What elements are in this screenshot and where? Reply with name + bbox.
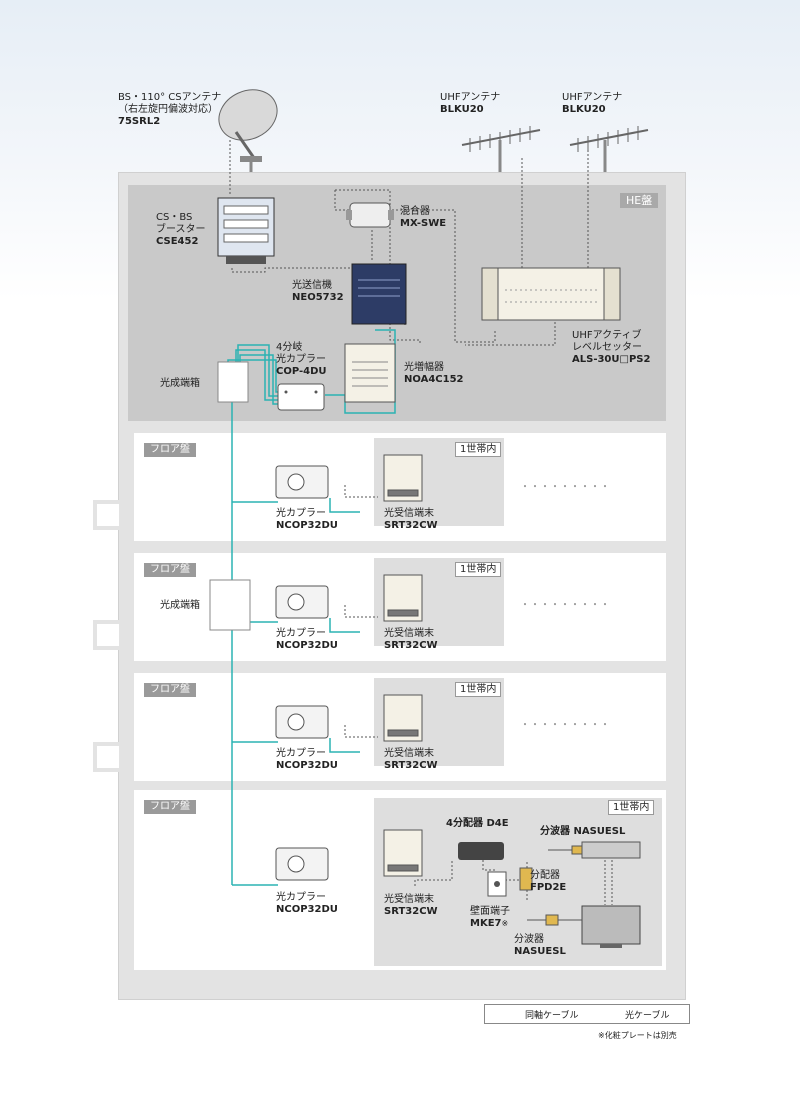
unit-label: 1世帯内	[608, 800, 655, 815]
mixer-icon	[346, 202, 394, 228]
splitter4-icon	[458, 842, 504, 860]
coupler-icon	[275, 465, 329, 881]
booster-icon	[217, 197, 275, 264]
more-units-dots: ・・・・・・・・・	[520, 600, 610, 611]
terminal-icon	[383, 454, 423, 877]
he-termbox-label: 光成端箱	[160, 378, 200, 389]
coupler4-icon	[277, 383, 325, 411]
recorder-icon	[548, 841, 641, 859]
transmitter-icon	[351, 263, 407, 325]
tv-icon	[527, 905, 641, 948]
separator-label: 分波器 NASUESL	[540, 826, 626, 837]
floor-tag: フロア盤	[144, 683, 196, 697]
balcony	[93, 742, 119, 772]
unit-label: 1世帯内	[455, 682, 502, 697]
floor2-termbox-icon	[209, 579, 251, 631]
balcony	[93, 500, 119, 530]
level-setter-icon	[481, 267, 621, 321]
floor-tag: フロア盤	[144, 563, 196, 577]
floor-termbox-label: 光成端箱	[160, 600, 200, 611]
floor-tag: フロア盤	[144, 443, 196, 457]
unit-label: 1世帯内	[455, 562, 502, 577]
balcony	[93, 620, 119, 650]
unit-label: 1世帯内	[455, 442, 502, 457]
footnote: ※化粧プレートは別売	[598, 1031, 677, 1040]
bs-antenna-icon	[218, 89, 278, 172]
he-tag: HE盤	[620, 193, 659, 208]
he-termbox-icon	[217, 361, 249, 403]
legend-coax: 同軸ケーブル	[525, 1011, 579, 1021]
amplifier-icon	[344, 343, 396, 403]
legend-fiber: 光ケーブル	[625, 1011, 670, 1021]
uhf-antenna-icon	[569, 126, 649, 172]
splitter4-label: 4分配器 D4E	[446, 818, 509, 829]
uhf-antenna-icon	[461, 126, 541, 172]
wall-outlet-icon	[487, 871, 507, 897]
bs-antenna-label: BS・110° CSアンテナ（右左旋円偏波対応）75SRL2	[118, 92, 222, 127]
more-units-dots: ・・・・・・・・・	[520, 720, 610, 731]
legend: 同軸ケーブル 光ケーブル	[484, 1004, 690, 1024]
splitter2-icon	[519, 867, 533, 891]
floor-tag: フロア盤	[144, 800, 196, 814]
more-units-dots: ・・・・・・・・・	[520, 482, 610, 493]
